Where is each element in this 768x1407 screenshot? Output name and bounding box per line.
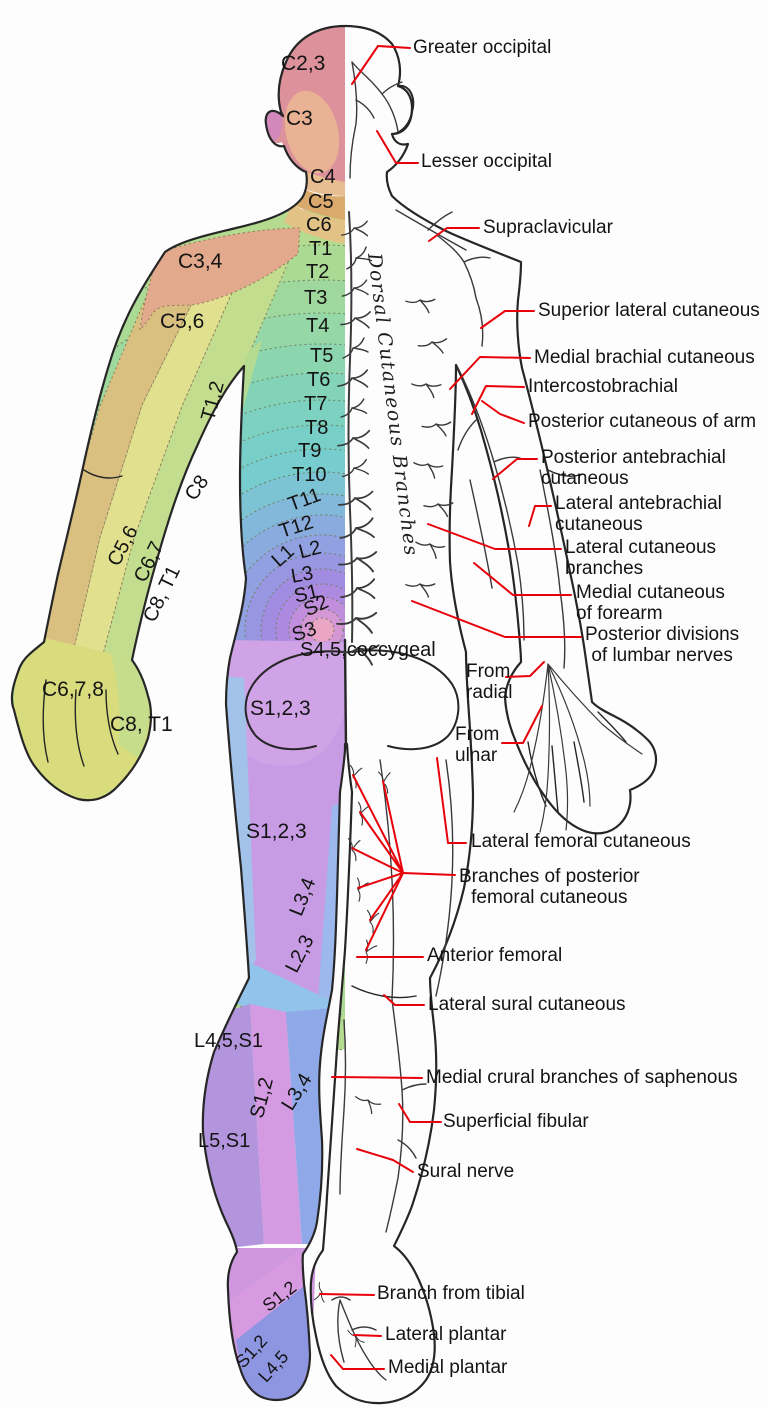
c34-shoulder [139, 227, 301, 332]
dermatome-label-t9: T9 [298, 440, 322, 462]
hand-finger-lines [42, 679, 627, 813]
nerve-label-superficial-fibular: Superficial fibular [443, 1111, 589, 1132]
nerve-label-medial-plantar: Medial plantar [388, 1357, 508, 1378]
leader-lesser-occipital [376, 130, 419, 164]
dermatome-label-c6: C6 [306, 214, 332, 236]
nerve-label-lateral-sural-cutaneous: Lateral sural cutaneous [428, 994, 626, 1015]
dermatome-label-c8t1-hand: C8, T1 [110, 713, 173, 736]
c3-patch [284, 90, 340, 174]
leader-medial-plantar [330, 1354, 385, 1370]
leader-superficial-fibular [398, 1103, 442, 1123]
leader-greater-occipital [351, 45, 411, 85]
dermatome-label-t10: T10 [292, 464, 327, 486]
nerve-label-from-ulnar: From ulnar [455, 724, 500, 766]
nerve-label-anterior-femoral: Anterior femoral [427, 945, 563, 966]
dermatome-label-t5: T5 [310, 345, 334, 367]
nerve-label-lateral-plantar: Lateral plantar [385, 1324, 507, 1345]
dermatome-label-t6: T6 [307, 369, 331, 391]
dermatome-label-l5s1: L5,S1 [198, 1130, 251, 1152]
nerve-label-lateral-femoral-cutaneous: Lateral femoral cutaneous [471, 831, 691, 852]
leader-lines [319, 45, 582, 1370]
nerve-label-superior-lateral-cutaneous: Superior lateral cutaneous [538, 300, 760, 321]
dermatome-label-t7: T7 [304, 393, 328, 415]
dermatome-label-c56-shoulder: C5,6 [160, 310, 205, 333]
c5-band [292, 186, 345, 220]
leader-medial-brachial-cutaneous [449, 356, 531, 390]
dermatome-label-s123-buttock: S1,2,3 [250, 697, 311, 720]
c56-arm-strip [39, 249, 219, 649]
nerve-label-medial-cutaneous-of-forearm: Medial cutaneous of forearm [576, 582, 725, 624]
foot-s12-stripe [228, 1250, 308, 1356]
dermatome-label-c3: C3 [286, 107, 313, 130]
nerve-label-from-radial: From radial [466, 661, 513, 703]
foot-l45 [236, 1286, 312, 1400]
leader-supraclavicular [428, 227, 480, 242]
body-outline [10, 24, 658, 1405]
hand-c8t1-strip [110, 650, 150, 758]
nerve-lines [310, 61, 643, 1381]
nerve-label-lesser-occipital: Lesser occipital [421, 151, 552, 172]
nerve-label-posterior-cutaneous-of-arm: Posterior cutaneous of arm [528, 411, 757, 432]
leader-posterior-antebrachial [492, 458, 538, 480]
leader-posterior-divisions [411, 600, 582, 638]
nerve-label-medial-brachial-cutaneous: Medial brachial cutaneous [534, 347, 755, 368]
nerve-label-medial-crural-saphenous: Medial crural branches of saphenous [426, 1067, 738, 1088]
leader-sural-nerve [356, 1148, 414, 1173]
leader-lateral-femoral-cutaneous [436, 757, 467, 844]
nerve-label-branch-from-tibial: Branch from tibial [377, 1283, 525, 1304]
nerve-label-lateral-cutaneous-branches: Lateral cutaneous branches [565, 537, 717, 579]
leader-medial-cutaneous-forearm [473, 562, 572, 596]
dermatome-label-s123-thigh: S1,2,3 [246, 820, 307, 843]
leader-from-radial [505, 661, 545, 678]
spine-line [347, 211, 354, 643]
leader-branches-posterior-femoral-fan [351, 774, 456, 951]
nerve-label-branches-posterior-femoral: Branches of posterior femoral cutaneous [459, 866, 640, 908]
nerve-label-intercostobrachial: Intercostobrachial [528, 376, 678, 397]
leader-lateral-antebrachial [528, 505, 552, 527]
spine-script-text: Dorsal Cutaneous Branches [363, 251, 422, 558]
dermatome-label-s45-coccygeal: S4,5,coccygeal [300, 639, 436, 661]
leader-lateral-sural [383, 994, 425, 1006]
dermatome-label-t3: T3 [304, 287, 328, 309]
right-buttock-fold [351, 649, 460, 751]
leader-branch-from-tibial [319, 1293, 375, 1296]
dermatome-label-c678-hand: C6,7,8 [42, 678, 104, 701]
c6-band [284, 204, 345, 244]
dermatome-label-c4: C4 [310, 166, 336, 188]
left-buttock-fold [244, 650, 346, 751]
calf-outer-purple [200, 1004, 264, 1248]
dermatome-label-t4: T4 [306, 315, 330, 337]
dermatome-label-t8: T8 [305, 417, 329, 439]
dermatome-label-c34: C3,4 [178, 250, 223, 273]
torso-band-S4,5 [309, 617, 335, 643]
nerve-label-lateral-antebrachial: Lateral antebrachial cutaneous [555, 493, 722, 535]
leader-intercostobrachial [471, 385, 525, 415]
gluteal-cleft [343, 638, 348, 750]
nerve-label-posterior-antebrachial: Posterior antebrachial cutaneous [541, 447, 726, 489]
leader-lateral-cutaneous-branches [427, 523, 562, 550]
nerve-label-greater-occipital: Greater occipital [413, 37, 552, 58]
dermatome-label-c23-head: C2,3 [281, 52, 326, 75]
dermatome-label-l45s1: L4,5,S1 [194, 1030, 263, 1052]
buttock-s123 [226, 640, 345, 766]
calf-s12-violet [250, 1004, 302, 1244]
dermatome-label-t2: T2 [306, 261, 330, 283]
right-ear [393, 84, 415, 135]
leader-superior-lateral-cutaneous [480, 310, 535, 329]
leader-lateral-plantar [353, 1334, 382, 1337]
leader-medial-crural [331, 1076, 423, 1079]
nerve-label-supraclavicular: Supraclavicular [483, 217, 613, 238]
nerve-label-sural-nerve: Sural nerve [417, 1161, 515, 1182]
dermatome-label-t1: T1 [309, 238, 333, 260]
nerve-label-posterior-divisions-lumbar: Posterior divisions of lumbar nerves [585, 624, 740, 666]
dermatome-color-regions [11, 26, 345, 1400]
dermatome-label-c5: C5 [308, 191, 334, 213]
leader-from-ulnar [501, 705, 543, 744]
leader-posterior-cutaneous-of-arm [481, 400, 525, 424]
